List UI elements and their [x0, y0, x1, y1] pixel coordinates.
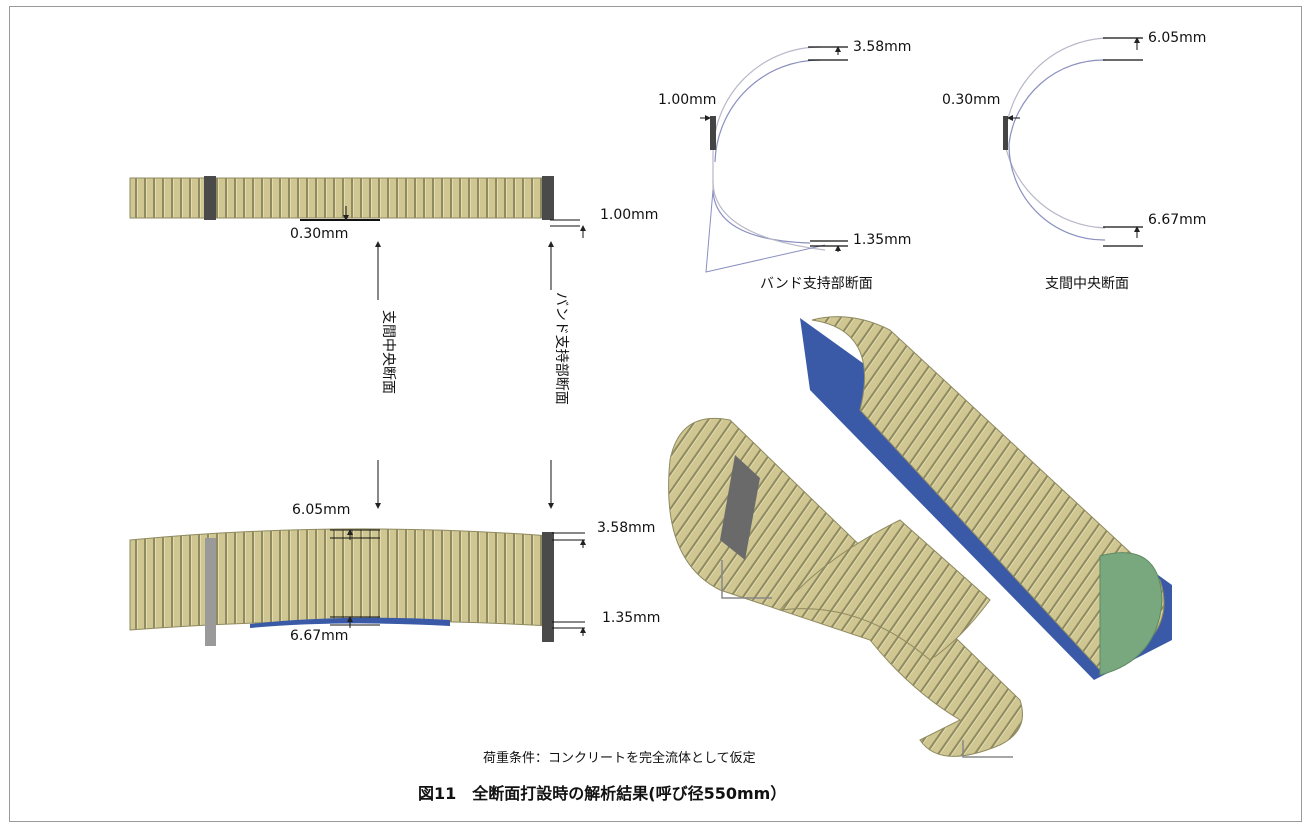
band-section-title: バンド支持部断面: [760, 276, 873, 292]
band-clamp-left: [204, 176, 216, 220]
mid-section-title: 支間中央断面: [1045, 276, 1129, 292]
section-indicator-mid: 支間中央断面: [375, 241, 396, 509]
cross-section-mid-span: 6.05mm 0.30mm 6.67mm 支間中央断面: [942, 30, 1206, 292]
label-bottom-mid-bottom: 6.67mm: [290, 628, 348, 644]
label-band-support-section: バンド支持部断面: [553, 292, 569, 405]
support-stand-left: [721, 560, 772, 599]
label-bottom-mid-top: 6.05mm: [292, 502, 350, 518]
pipe-3d-half-open: [800, 316, 1172, 680]
label-bottom-band-bottom: 1.35mm: [602, 610, 660, 626]
pipe-side-view-top: 0.30mm 1.00mm: [129, 176, 658, 242]
figure-caption: 図11 全断面打設時の解析結果(呼び径550mm）: [418, 784, 786, 803]
cross-section-band-support: 3.58mm 1.00mm 1.35mm バンド支持部断面: [658, 39, 911, 292]
mid-section-top-label: 6.05mm: [1148, 30, 1206, 46]
band-section-bottom-label: 1.35mm: [853, 232, 911, 248]
band-clamp-right: [542, 176, 554, 220]
label-top-band: 1.00mm: [600, 207, 658, 223]
figure-frame: [9, 6, 1302, 822]
support-stand-right: [962, 740, 1013, 758]
label-top-gap: 0.30mm: [290, 226, 348, 242]
band-clamp-left-bottom: [205, 538, 216, 646]
band-clamp-3d: [720, 455, 760, 560]
label-mid-span-section: 支間中央断面: [380, 310, 396, 394]
mid-section-left-label: 0.30mm: [942, 92, 1000, 108]
pipe-side-view-bottom: 6.05mm 3.58mm 6.67mm 1.35mm: [129, 502, 660, 646]
label-bottom-band-top: 3.58mm: [597, 520, 655, 536]
band-section-left-label: 1.00mm: [658, 92, 716, 108]
load-condition: 荷重条件：コンクリートを完全流体として仮定: [483, 750, 756, 766]
pipe-3d-closed: [668, 417, 1023, 758]
band-clamp-right-bottom: [542, 532, 554, 642]
mid-section-bottom-label: 6.67mm: [1148, 212, 1206, 228]
section-indicator-band: バンド支持部断面: [548, 241, 569, 509]
band-section-top-label: 3.58mm: [853, 39, 911, 55]
